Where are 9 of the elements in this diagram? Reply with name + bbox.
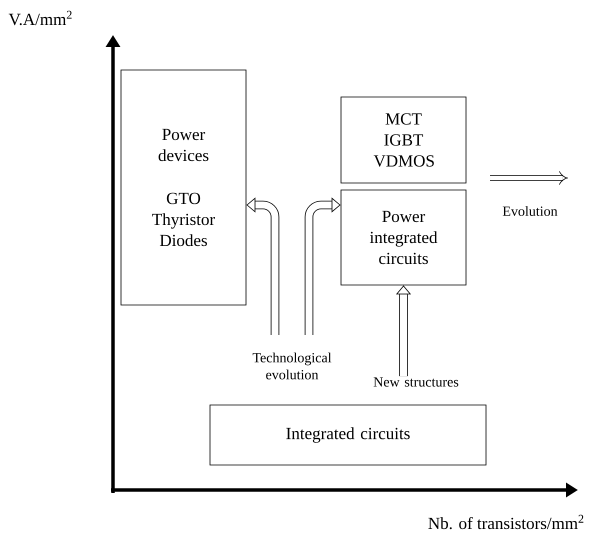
- arrow-label: Evolution: [502, 206, 558, 216]
- box: Power devices GTO Thyristor Diodes: [120, 70, 246, 306]
- axis-label: V.A/mm$^{2}$: [8, 10, 72, 26]
- box: Integrated circuits: [210, 404, 486, 466]
- axis-label: Nb. of transistors/mm$^{2}$: [428, 514, 584, 530]
- caption-text: Technological evolution: [252, 352, 332, 380]
- box: Power integrated circuits: [340, 190, 466, 286]
- caption-text: New structures: [374, 377, 458, 387]
- box: MCT IGBT VDMOS: [340, 96, 466, 184]
